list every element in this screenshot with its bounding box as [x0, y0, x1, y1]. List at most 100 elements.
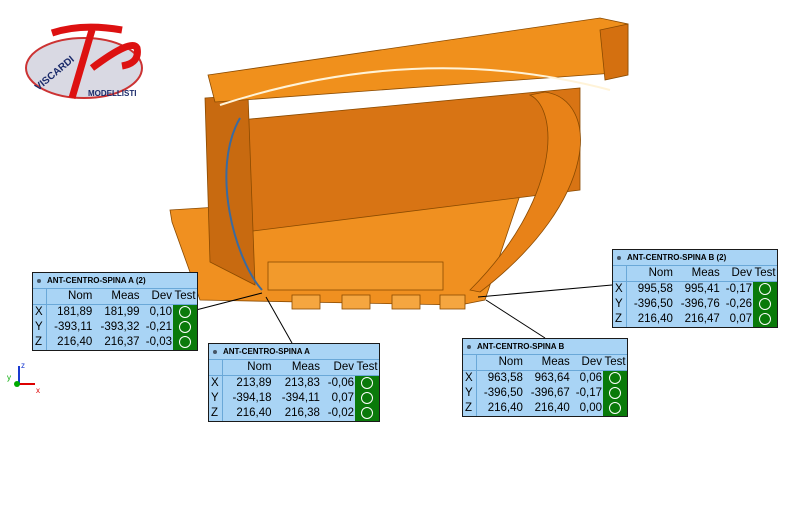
column-header-axis [209, 360, 223, 376]
column-header-test: Test [753, 266, 777, 282]
deviation-value: 0,06 [579, 372, 602, 384]
column-header-nom: Nom [46, 289, 94, 305]
collapse-dot-icon[interactable] [467, 344, 471, 349]
deviation-value: -0,26 [725, 298, 752, 310]
axis-label: X [33, 304, 47, 320]
pass-circle-icon [361, 376, 373, 389]
left-wall [204, 94, 256, 286]
column-header-axis [613, 266, 627, 282]
test-pass-cell [173, 304, 197, 320]
nominal-value: 963,58 [487, 372, 523, 384]
deviation-value: 0,10 [149, 306, 172, 318]
axis-label: Y [613, 297, 627, 312]
measured-value: 216,38 [284, 407, 320, 419]
right-curved-wall [469, 91, 581, 293]
column-header-nom: Nom [626, 266, 674, 282]
deviation-value: -0,02 [327, 407, 354, 419]
axis-y-label: y [7, 373, 11, 382]
measured-value: -394,11 [281, 392, 320, 404]
column-header-dev: Dev [140, 289, 173, 305]
pass-circle-icon [361, 391, 373, 404]
nominal-value: 216,40 [236, 407, 272, 419]
left-arc [225, 117, 263, 291]
table-row: Y -396,50 -396,67 -0,17 [463, 386, 627, 401]
measured-value: 181,99 [104, 306, 140, 318]
table-title: ANT-CENTRO-SPINA A [209, 344, 379, 360]
column-header-meas: Meas [673, 266, 721, 282]
axis-label: Z [613, 312, 627, 327]
measured-value: -396,76 [680, 298, 720, 310]
svg-text:MODELLISTI: MODELLISTI [88, 89, 136, 98]
table-row: X 963,58 963,64 0,06 [463, 370, 627, 386]
pass-circle-icon [609, 386, 621, 399]
deviation-value: -0,21 [145, 321, 172, 333]
table-row: X 213,89 213,83 -0,06 [209, 375, 379, 391]
pass-circle-icon [609, 371, 621, 384]
table-row: Z 216,40 216,40 0,00 [463, 401, 627, 416]
measured-value: 216,40 [534, 402, 570, 414]
deviation-value: -0,17 [725, 283, 752, 295]
measured-value: 216,47 [684, 313, 720, 325]
test-pass-cell [173, 320, 197, 335]
column-header-axis [33, 289, 47, 305]
axis-label: Y [209, 391, 223, 406]
test-pass-cell [753, 281, 777, 297]
nominal-value: -393,11 [54, 321, 93, 333]
nominal-value: -396,50 [483, 387, 523, 399]
column-header-nom: Nom [476, 355, 524, 371]
nominal-value: 181,89 [57, 306, 93, 318]
axis-label: Y [463, 386, 477, 401]
axis-triad: x z y [5, 360, 45, 401]
column-header-test: Test [173, 289, 197, 305]
column-header-dev: Dev [570, 355, 603, 371]
deviation-value: 0,00 [579, 402, 602, 414]
nominal-value: -394,18 [232, 392, 272, 404]
test-pass-cell [355, 375, 379, 391]
axis-label: Z [209, 406, 223, 421]
axis-x-label: x [36, 386, 40, 395]
table-row: Y -394,18 -394,11 0,07 [209, 391, 379, 406]
deviation-value: -0,06 [327, 377, 354, 389]
nominal-value: 216,40 [637, 313, 673, 325]
table-row: Y -393,11 -393,32 -0,21 [33, 320, 197, 335]
axis-label: X [209, 375, 223, 391]
table-row: Y -396,50 -396,76 -0,26 [613, 297, 777, 312]
collapse-dot-icon[interactable] [617, 255, 621, 260]
pass-circle-icon [759, 312, 771, 325]
axis-label: Z [33, 335, 47, 350]
leader-lines [195, 284, 613, 344]
deviation-value: -0,17 [575, 387, 602, 399]
test-pass-cell [355, 406, 379, 421]
column-header-dev: Dev [320, 360, 355, 376]
pass-circle-icon [179, 305, 191, 318]
collapse-dot-icon[interactable] [213, 349, 217, 354]
test-pass-cell [753, 297, 777, 312]
measured-value: 995,41 [684, 283, 720, 295]
measured-value: -393,32 [100, 321, 140, 333]
axis-label: X [613, 281, 627, 297]
table-title: ANT-CENTRO-SPINA A (2) [33, 273, 197, 289]
table-row: Z 216,40 216,38 -0,02 [209, 406, 379, 421]
test-pass-cell [603, 401, 627, 416]
column-header-meas: Meas [523, 355, 571, 371]
collapse-dot-icon[interactable] [37, 278, 41, 283]
test-pass-cell [355, 391, 379, 406]
nominal-value: -396,50 [633, 298, 673, 310]
pass-circle-icon [179, 320, 191, 333]
column-header-nom: Nom [222, 360, 273, 376]
bottom-rail [267, 261, 444, 291]
pass-circle-icon [609, 401, 621, 414]
test-pass-cell [173, 335, 197, 350]
axis-label: Y [33, 320, 47, 335]
deviation-value: -0,03 [145, 336, 172, 348]
